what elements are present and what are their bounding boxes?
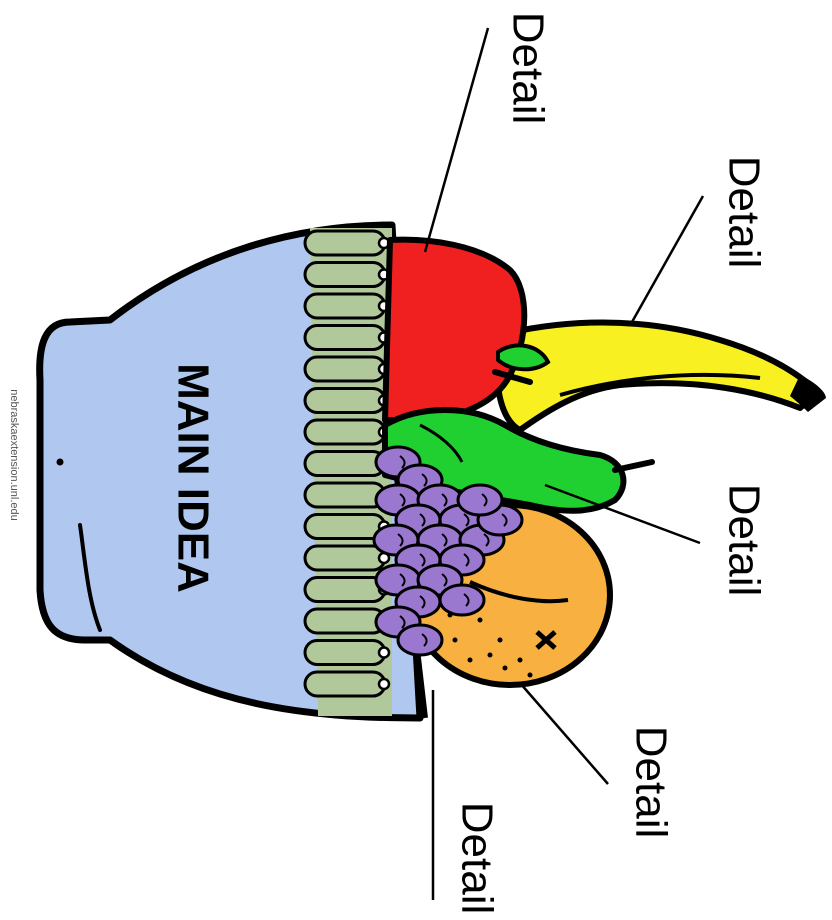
peel-dot <box>518 658 523 663</box>
banana <box>497 323 826 431</box>
scallop <box>305 641 385 665</box>
detail-label-5: Detail <box>452 802 501 915</box>
scallop <box>305 578 385 602</box>
scallop <box>305 546 385 570</box>
credit-label: nebraskaextension.unl.edu <box>8 389 20 520</box>
peel-dot <box>528 673 533 678</box>
detail-label-1: Detail <box>503 12 552 125</box>
pointer-line-banana <box>632 196 703 322</box>
bowl-scallop-band <box>305 228 392 716</box>
peel-dot <box>503 666 508 671</box>
scallop-bead <box>379 648 389 658</box>
scallop <box>305 483 385 507</box>
grape <box>458 485 502 515</box>
scallop <box>305 420 385 444</box>
peel-dot <box>488 653 493 658</box>
peel-dot <box>468 658 473 663</box>
pointer-line-orange <box>520 683 608 784</box>
peel-dot <box>478 618 483 623</box>
pear-stem <box>615 462 652 470</box>
scallop <box>305 326 385 350</box>
scallop <box>305 609 385 633</box>
bowl-dot <box>57 459 64 466</box>
scallop <box>305 263 385 287</box>
grape <box>398 625 442 655</box>
scallop <box>305 231 385 255</box>
detail-label-3: Detail <box>719 484 768 597</box>
detail-label-4: Detail <box>626 726 675 839</box>
scallop <box>305 452 385 476</box>
scallop <box>305 389 385 413</box>
scallop <box>305 357 385 381</box>
main-idea-label: MAIN IDEA <box>168 363 217 593</box>
peel-dot <box>453 638 458 643</box>
scallop <box>305 672 385 696</box>
pointer-line-apple <box>425 28 488 252</box>
scallop <box>305 294 385 318</box>
detail-label-2: Detail <box>719 156 768 269</box>
scallop-bead <box>379 679 389 689</box>
grape <box>440 585 484 615</box>
peel-dot <box>498 638 503 643</box>
scallop <box>305 515 385 539</box>
